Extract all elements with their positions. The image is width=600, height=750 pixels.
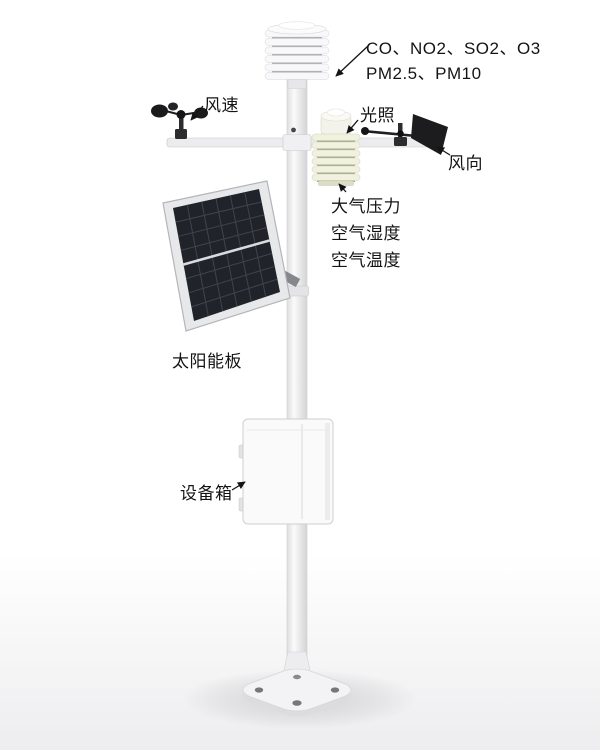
bolt-hole	[293, 674, 301, 680]
wind-direction-arrow	[436, 146, 451, 156]
label-env-sensors: 大气压力 空气湿度 空气温度	[331, 193, 401, 274]
bolt-hole	[292, 700, 302, 706]
pole-bolt	[291, 127, 296, 133]
wind-speed-arrow	[190, 105, 204, 121]
small-radiation-shield	[311, 133, 361, 186]
label-solar-panel: 太阳能板	[172, 352, 242, 371]
top-radiation-shield	[264, 21, 330, 89]
label-light: 光照	[360, 106, 395, 125]
label-temperature: 空气温度	[331, 251, 401, 270]
equipment-box-arrow	[231, 481, 246, 491]
bolt-hole	[254, 687, 264, 693]
label-gas-sensors: CO、NO2、SO2、O3 PM2.5、PM10	[366, 36, 541, 86]
wind-speed-sensor	[151, 102, 208, 139]
annotation-arrows	[190, 45, 451, 491]
pole-base	[242, 651, 352, 716]
solar-panel	[162, 180, 301, 332]
light-sensor	[320, 108, 352, 135]
equipment-box	[238, 418, 334, 525]
light-arrow	[346, 119, 359, 134]
label-wind-direction: 风向	[448, 154, 483, 173]
label-humidity: 空气湿度	[331, 224, 401, 243]
gases-arrow	[335, 45, 369, 77]
env-sensors-arrow	[338, 183, 347, 193]
cross-arm	[166, 134, 441, 151]
label-wind-speed: 风速	[204, 96, 239, 115]
bolt-hole	[330, 687, 340, 693]
label-pressure: 大气压力	[331, 197, 401, 216]
label-gas-sensors-line2: PM2.5、PM10	[366, 64, 482, 83]
label-equipment-box: 设备箱	[180, 484, 233, 503]
wind-direction-sensor	[361, 114, 448, 155]
label-gas-sensors-line1: CO、NO2、SO2、O3	[366, 39, 541, 58]
